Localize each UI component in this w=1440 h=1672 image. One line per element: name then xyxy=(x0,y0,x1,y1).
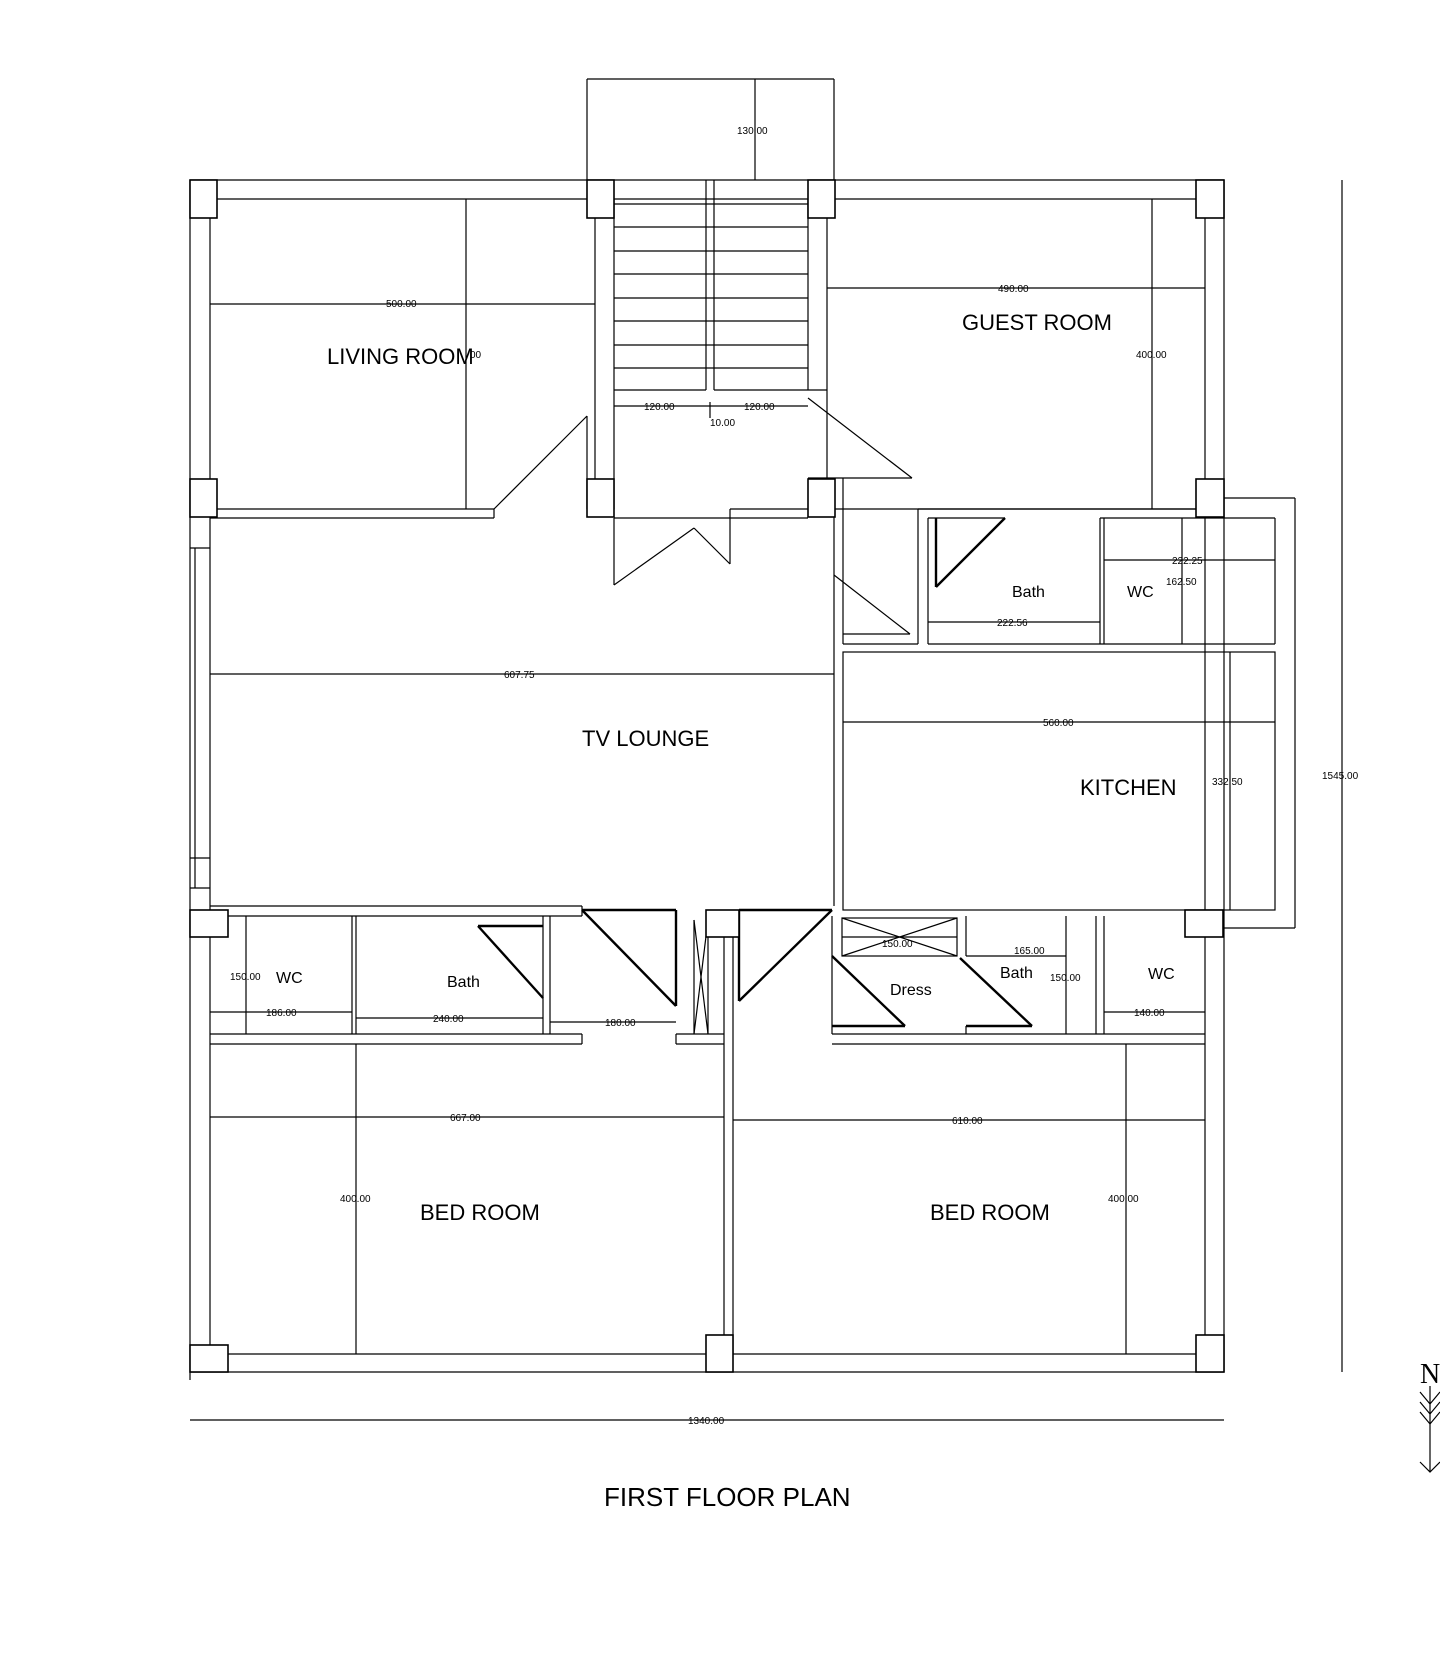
wc-lr-width-dimension: 140.00 xyxy=(1134,1008,1165,1019)
guest-room: GUEST ROOM 490.00 400.00 xyxy=(807,199,1205,510)
bath-lr-width-dimension: 165.00 xyxy=(1014,946,1045,957)
kitchen: KITCHEN 560.00 332.50 xyxy=(842,651,1276,911)
porch-width-dimension: 130.00 xyxy=(737,126,768,137)
north-label: N xyxy=(1420,1359,1440,1390)
bath-lr-depth-dimension: 150.00 xyxy=(1050,973,1081,984)
bed-room-right-label: BED ROOM xyxy=(930,1200,1050,1225)
bath-lower-left-label: Bath xyxy=(447,974,480,991)
kitchen-label: KITCHEN xyxy=(1080,775,1177,800)
kitchen-width-dimension: 560.00 xyxy=(1043,718,1074,729)
wc-ll-width-dimension: 186.00 xyxy=(266,1008,297,1019)
bed-left-width-dimension: 667.00 xyxy=(450,1113,481,1124)
guest-width-dimension: 490.00 xyxy=(998,284,1029,295)
wc-upper-label: WC xyxy=(1127,584,1154,601)
tv-lounge-label: TV LOUNGE xyxy=(582,726,709,751)
lower-left-wc-bath: WC Bath 150.00 186.00 240.00 xyxy=(210,906,583,1045)
overall-depth-dimension: 1545.00 xyxy=(1322,771,1359,782)
outer-walls xyxy=(189,179,1225,1380)
tv-lounge: TV LOUNGE 607.75 xyxy=(210,670,834,917)
bath-lower-right-label: Bath xyxy=(1000,965,1033,982)
dress-width-dimension: 150.00 xyxy=(882,939,913,950)
overall-dimensions: 1340.00 1545.00 xyxy=(190,180,1359,1427)
bedrooms: BED ROOM BED ROOM 667.00 610.00 400.00 4… xyxy=(210,1044,1205,1354)
living-width-dimension: 500.00 xyxy=(386,299,417,310)
bath-upper-label: Bath xyxy=(1012,584,1045,601)
bed-right-width-dimension: 610.00 xyxy=(952,1116,983,1127)
living-depth-dimension: 00 xyxy=(470,350,482,361)
corridor-width-dimension: 180.00 xyxy=(605,1018,636,1029)
dress-label: Dress xyxy=(890,982,932,999)
bed-room-left-label: BED ROOM xyxy=(420,1200,540,1225)
side-corridor xyxy=(833,478,918,906)
living-room: LIVING ROOM 500.00 00 xyxy=(210,199,595,519)
upper-bath-wc: Bath WC 222.56 222.25 162.50 xyxy=(917,497,1296,929)
wc-upper-width-dimension: 222.25 xyxy=(1172,556,1203,567)
top-porch: 130.00 xyxy=(586,78,835,180)
bath-ll-width-dimension: 240.00 xyxy=(433,1014,464,1025)
bed-right-depth-dimension: 400.00 xyxy=(1108,1194,1139,1205)
guest-depth-dimension: 400.00 xyxy=(1136,350,1167,361)
living-room-label: LIVING ROOM xyxy=(327,344,474,369)
central-corridor: 180.00 xyxy=(550,908,833,1354)
lower-right-dress-bath-wc: Dress Bath WC 150.00 165.00 150.00 140.0… xyxy=(831,916,1205,1045)
stair-right-dimension: 120.00 xyxy=(744,402,775,413)
wc-ll-depth-dimension: 150.00 xyxy=(230,972,261,983)
wc-lower-left-label: WC xyxy=(276,970,303,987)
stair-left-dimension: 120.00 xyxy=(644,402,675,413)
overall-width-dimension: 1340.00 xyxy=(688,1416,725,1427)
stair-gap-dimension: 10.00 xyxy=(710,418,735,429)
plan-title: FIRST FLOOR PLAN xyxy=(604,1482,851,1512)
kitchen-depth-dimension: 332.50 xyxy=(1212,777,1243,788)
wc-lower-right-label: WC xyxy=(1148,966,1175,983)
columns xyxy=(189,179,1225,1373)
staircase: 120.00 120.00 10.00 xyxy=(594,180,828,586)
wc-upper-depth-dimension: 162.50 xyxy=(1166,577,1197,588)
lounge-width-dimension: 607.75 xyxy=(504,670,535,681)
north-arrow-icon: N xyxy=(1419,1359,1440,1473)
bed-left-depth-dimension: 400.00 xyxy=(340,1194,371,1205)
bath-upper-width-dimension: 222.56 xyxy=(997,618,1028,629)
guest-room-label: GUEST ROOM xyxy=(962,310,1112,335)
